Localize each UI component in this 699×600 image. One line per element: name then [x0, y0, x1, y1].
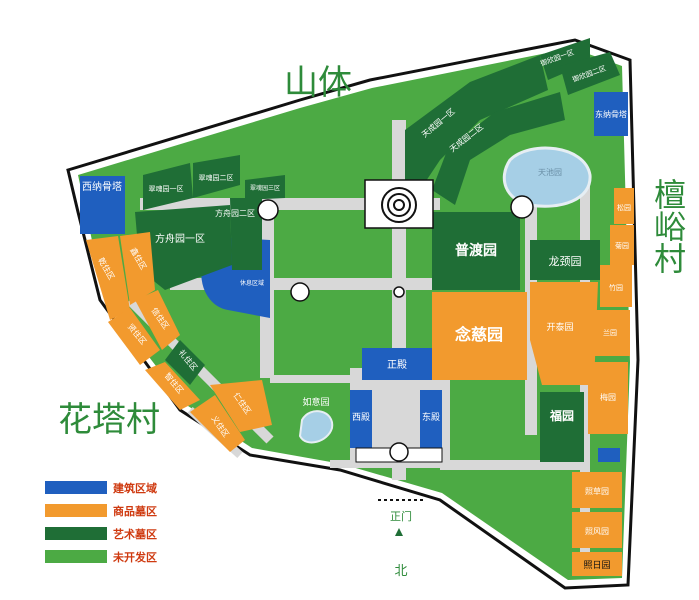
label-fangzhou-1: 方舟园一区 [155, 232, 205, 245]
gate-fountain [355, 442, 443, 463]
label-zhaocao: 照草园 [585, 486, 609, 496]
area-fu[interactable] [540, 392, 584, 462]
label-lan: 兰园 [603, 328, 617, 337]
north-monument [364, 179, 434, 229]
area-mei[interactable] [588, 362, 628, 434]
legend-item-undeveloped: 未开发区 [45, 546, 245, 567]
area-tiancheng-2[interactable] [432, 92, 565, 205]
label-tianchi: 天池园 [538, 167, 562, 177]
label-north: 北 [394, 564, 407, 579]
label-cuihun-2: 翠魂园二区 [199, 173, 234, 182]
legend-item-commercial: 商品墓区 [45, 500, 245, 521]
west-circle [257, 199, 279, 221]
area-kaitai[interactable] [530, 282, 598, 385]
west-fountain [290, 282, 310, 302]
area-zhaori[interactable] [572, 552, 622, 576]
label-ruyi: 如意园 [302, 396, 329, 408]
legend-label-undeveloped: 未开发区 [113, 550, 157, 564]
area-lizhu[interactable] [165, 340, 205, 385]
area-xingzhu[interactable] [120, 232, 155, 305]
area-yuxi-2[interactable] [560, 52, 620, 95]
area-pudu[interactable] [432, 212, 520, 290]
east-circle [510, 195, 534, 219]
center-circle [393, 286, 405, 298]
area-xianzhu[interactable] [108, 308, 160, 365]
area-dongdian[interactable] [420, 390, 442, 448]
label-ju: 菊园 [615, 241, 629, 250]
label-cuihun-1: 翠魂园一区 [149, 184, 184, 193]
label-longling: 龙颈园 [549, 255, 582, 268]
label-east-village: 檀峪村 [649, 178, 687, 274]
label-dongna-gu-ta: 东纳骨塔 [595, 109, 627, 119]
legend-label-art: 艺术墓区 [113, 527, 157, 541]
area-fangzhou-2[interactable] [230, 198, 262, 270]
area-cuihun-1[interactable] [143, 163, 193, 210]
area-zhaocao[interactable] [572, 472, 622, 508]
label-north-hill: 山体 [284, 63, 352, 103]
legend-item-building: 建筑区域 [45, 477, 245, 498]
label-zhaofeng: 照风园 [585, 527, 609, 536]
area-zhizhu[interactable] [145, 362, 200, 410]
area-ganzhu[interactable] [86, 236, 130, 320]
label-song: 松园 [617, 203, 631, 212]
area-dongna-gu-ta[interactable] [594, 92, 628, 136]
label-pudu: 普渡园 [455, 242, 497, 259]
tianchi-lake [502, 146, 592, 208]
area-song[interactable] [614, 188, 634, 224]
label-zhengmen: 正门 [390, 509, 412, 523]
area-ju[interactable] [610, 225, 634, 265]
area-renzhu[interactable] [210, 380, 272, 432]
legend-swatch-commercial [45, 504, 107, 517]
area-xidian[interactable] [350, 390, 372, 448]
label-xidian: 西殿 [352, 412, 370, 423]
area-yizhu[interactable] [190, 395, 245, 452]
label-dongdian: 东殿 [422, 411, 440, 423]
area-longling[interactable] [530, 240, 600, 280]
legend-label-commercial: 商品墓区 [113, 504, 157, 518]
label-fu: 福园 [549, 408, 574, 423]
label-cuihun-3: 翠魂园三区 [250, 184, 280, 192]
area-yuxi-1[interactable] [540, 38, 590, 80]
label-nianci: 念慈园 [454, 325, 503, 344]
legend: 建筑区域 商品墓区 艺术墓区 未开发区 [45, 477, 245, 569]
legend-swatch-undeveloped [45, 550, 107, 563]
legend-swatch-building [45, 481, 107, 494]
area-cuihun-2[interactable] [193, 155, 240, 198]
area-zhu[interactable] [600, 265, 632, 307]
area-tiancheng-1[interactable] [405, 55, 548, 190]
legend-label-building: 建筑区域 [113, 481, 157, 495]
legend-swatch-art [45, 527, 107, 540]
label-west-village: 花塔村 [58, 400, 160, 440]
label-zhu: 竹园 [609, 283, 623, 292]
legend-item-art: 艺术墓区 [45, 523, 245, 544]
label-fangzhou-2: 方舟园二区 [215, 208, 255, 218]
label-xina-gu-ta: 西纳骨塔 [82, 180, 122, 193]
area-zhaofeng[interactable] [572, 512, 622, 548]
label-xiuxi: 休息区域 [240, 279, 264, 287]
area-zhengdian[interactable] [362, 348, 432, 380]
area-nianci[interactable] [432, 292, 527, 380]
label-mei: 梅园 [600, 392, 616, 402]
north-arrow [395, 528, 403, 536]
area-xinzhu[interactable] [135, 290, 180, 350]
ruyi-lake [298, 410, 334, 444]
area-lan[interactable] [590, 310, 630, 356]
label-zhengdian: 正殿 [387, 359, 407, 371]
area-xina-gu-ta[interactable] [80, 176, 125, 234]
small-building [598, 448, 620, 462]
area-cuihun-3[interactable] [245, 175, 285, 200]
area-fangzhou-1[interactable] [135, 205, 232, 290]
label-kaitai: 开泰园 [546, 321, 573, 333]
label-zhaori: 照日园 [583, 560, 610, 571]
